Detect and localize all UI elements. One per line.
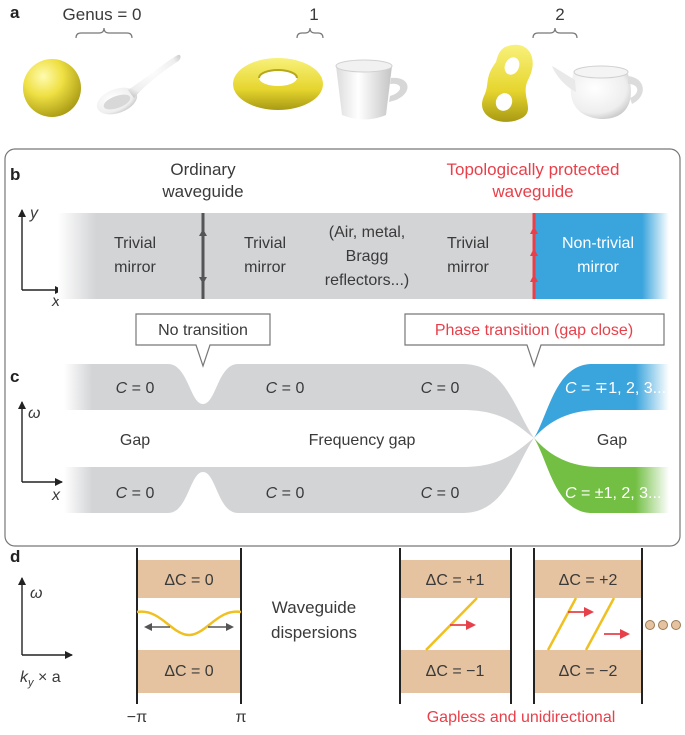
waveguide-dispersions-line1: Waveguide (272, 598, 356, 617)
topological-waveguide-title-1: Topologically protected (447, 160, 620, 179)
dc-top-2: ΔC = +1 (426, 572, 485, 589)
nontrivial-mirror-line2: mirror (577, 259, 619, 276)
chiral-dispersion-line (425, 597, 478, 651)
trivial-mirror-1-line2: mirror (114, 259, 156, 276)
sphere-icon (23, 59, 81, 117)
trivial-mirror-strip (58, 213, 534, 299)
dc-bottom-1: ΔC = 0 (164, 663, 213, 680)
materials-line2: Bragg (346, 248, 389, 265)
panel-c-x-label: x (51, 487, 61, 504)
no-transition-callout: No transition (135, 313, 271, 368)
c-upper-label-2: C = 0 (266, 380, 305, 397)
no-transition-label: No transition (158, 322, 248, 339)
svg-text:C = 0: C = 0 (421, 380, 460, 397)
trivial-mirror-3-line2: mirror (447, 259, 489, 276)
gapless-unidirectional-label: Gapless and unidirectional (427, 709, 616, 726)
panel-bc-frame (4, 148, 681, 547)
topological-arrow-1 (530, 226, 538, 234)
panel-d-x-label: ky × a (20, 669, 61, 689)
ordinary-arrow-down (199, 277, 207, 284)
genus-2-brace (532, 27, 578, 39)
materials-line1: (Air, metal, (329, 224, 405, 241)
genus-1-group: 1 (233, 5, 408, 120)
genus-0-group: Genus = 0 (23, 5, 181, 117)
panel-c-letter: c (10, 367, 19, 386)
dc-bottom-2: ΔC = −1 (426, 663, 485, 680)
svg-text:C = ±1, 2, 3...: C = ±1, 2, 3... (565, 485, 661, 502)
dispersion-box-plus1: ΔC = +1 ΔC = −1 (399, 548, 512, 704)
gap-left-label: Gap (120, 432, 150, 449)
chiral-dispersion-line-1 (546, 597, 578, 651)
panel-b-letter: b (10, 165, 20, 184)
trivial-mirror-2-line2: mirror (244, 259, 286, 276)
svg-text:C = 0: C = 0 (116, 380, 155, 397)
cup-icon (335, 59, 408, 120)
svg-text:C = 0: C = 0 (266, 485, 305, 502)
panel-d-axes: ω ky × a (18, 577, 73, 689)
topological-waveguide-title-2: waveguide (491, 182, 573, 201)
torus-icon (233, 58, 323, 110)
c-lower-label-3: C = 0 (421, 485, 460, 502)
nontrivial-mirror-strip (534, 213, 669, 299)
topological-arrow-2 (530, 248, 538, 256)
double-torus-icon (482, 44, 533, 122)
gap-right-label: Gap (597, 432, 627, 449)
c-upper-label-3: C = 0 (421, 380, 460, 397)
phase-transition-label: Phase transition (gap close) (435, 322, 633, 339)
chiral-dispersion-line-2 (584, 597, 616, 651)
dispersion-box-trivial: ΔC = 0 ΔC = 0 −π π (127, 548, 247, 726)
panel-a-letter: a (10, 3, 20, 22)
phase-transition-callout: Phase transition (gap close) (404, 313, 665, 368)
svg-text:C = 0: C = 0 (116, 485, 155, 502)
panel-b-y-label: y (29, 205, 39, 222)
trivial-mirror-3-line1: Trivial (447, 235, 489, 252)
svg-text:C = ∓1, 2, 3...: C = ∓1, 2, 3... (565, 380, 666, 397)
panel-b-x-label: x (51, 293, 61, 310)
svg-text:C = 0: C = 0 (421, 485, 460, 502)
minus-pi-label: −π (127, 709, 147, 726)
trivial-dispersion-curve (136, 610, 242, 637)
genus-1-label: 1 (309, 5, 318, 24)
c-lower-label-1: C = 0 (116, 485, 155, 502)
materials-line3: reflectors...) (325, 272, 409, 289)
waveguide-dispersions-line2: dispersions (271, 623, 357, 642)
ordinary-arrow-up (199, 229, 207, 236)
dc-top-3: ΔC = +2 (559, 572, 618, 589)
genus-0-label: Genus = 0 (63, 5, 142, 24)
genus-1-brace (296, 27, 324, 39)
panel-b-axes: y x (18, 205, 63, 310)
dc-top-1: ΔC = 0 (164, 572, 213, 589)
ordinary-waveguide-title-1: Ordinary (170, 160, 236, 179)
genus-2-label: 2 (555, 5, 564, 24)
c-lower-label-2: C = 0 (266, 485, 305, 502)
panel-c-axes: ω x (18, 401, 63, 504)
frequency-gap-label: Frequency gap (309, 432, 416, 449)
c-upper-label-right: C = ∓1, 2, 3... (565, 380, 666, 397)
pi-label: π (235, 709, 246, 726)
upper-band (64, 364, 534, 438)
panel-d-y-label: ω (30, 585, 42, 602)
c-lower-label-right: C = ±1, 2, 3... (565, 485, 661, 502)
dispersion-box-plus2: ΔC = +2 ΔC = −2 (533, 548, 643, 704)
nontrivial-mirror-line1: Non-trivial (562, 235, 634, 252)
trivial-mirror-1-line1: Trivial (114, 235, 156, 252)
dc-bottom-3: ΔC = −2 (559, 663, 618, 680)
lower-band-nontrivial (534, 438, 669, 513)
ordinary-waveguide-title-2: waveguide (161, 182, 243, 201)
spoon-icon (96, 54, 181, 115)
lower-band (64, 438, 534, 513)
genus-2-group: 2 (482, 5, 643, 122)
genus-0-brace (75, 27, 133, 39)
teapot-icon (552, 65, 643, 120)
c-upper-label-1: C = 0 (116, 380, 155, 397)
panel-c-y-label: ω (28, 405, 40, 422)
upper-band-nontrivial (534, 364, 669, 438)
topological-arrow-3 (530, 274, 538, 282)
panel-d-letter: d (10, 547, 20, 566)
svg-text:C = 0: C = 0 (266, 380, 305, 397)
ellipsis-dots (645, 620, 681, 630)
trivial-mirror-2-line1: Trivial (244, 235, 286, 252)
